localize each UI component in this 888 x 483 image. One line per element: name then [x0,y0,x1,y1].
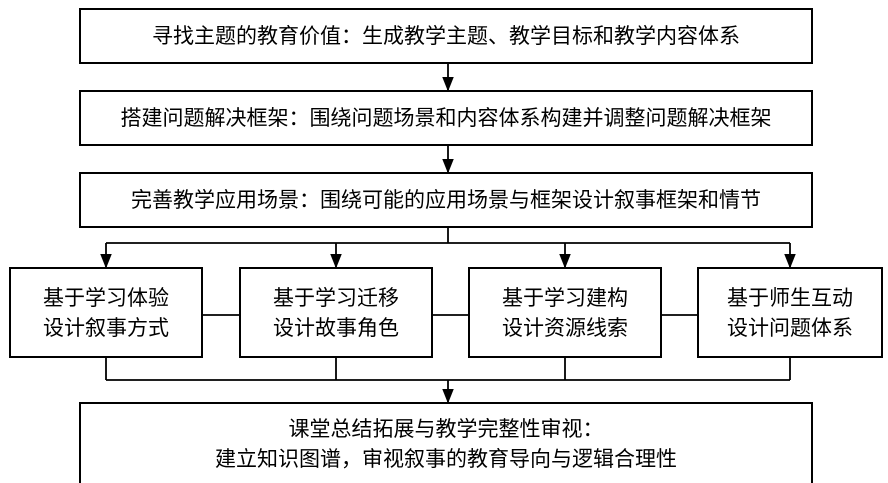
branch-learning-construction-line1: 基于学习建构 [502,285,628,310]
branch-learning-construction-line2: 设计资源线索 [502,315,628,340]
branch-teacher-student-interaction-line2: 设计问题体系 [727,315,853,340]
final-summary-review-line2: 建立知识图谱，审视叙事的教育导向与逻辑合理性 [215,447,677,471]
branch-learning-transfer: 基于学习迁移 设计故事角色 [239,267,433,358]
branch-teacher-student-interaction: 基于师生互动 设计问题体系 [697,267,883,358]
step-find-educational-value-text: 寻找主题的教育价值：生成教学主题、教学目标和教学内容体系 [152,24,740,48]
final-summary-review-line1: 课堂总结拓展与教学完整性审视： [288,417,604,441]
branch-learning-experience-line1: 基于学习体验 [43,285,169,310]
branch-teacher-student-interaction-line1: 基于师生互动 [727,285,853,310]
step-refine-application-scenario: 完善教学应用场景：围绕可能的应用场景与框架设计叙事框架和情节 [79,172,813,228]
final-summary-review: 课堂总结拓展与教学完整性审视： 建立知识图谱，审视叙事的教育导向与逻辑合理性 [79,402,813,483]
step-build-problem-framework-text: 搭建问题解决框架：围绕问题场景和内容体系构建并调整问题解决框架 [120,106,772,130]
step-find-educational-value: 寻找主题的教育价值：生成教学主题、教学目标和教学内容体系 [79,8,813,64]
branch-learning-transfer-line1: 基于学习迁移 [273,285,399,310]
branch-learning-experience: 基于学习体验 设计叙事方式 [9,267,203,358]
branch-learning-transfer-line2: 设计故事角色 [273,315,399,340]
branch-learning-construction: 基于学习建构 设计资源线索 [468,267,662,358]
step-refine-application-scenario-text: 完善教学应用场景：围绕可能的应用场景与框架设计叙事框架和情节 [131,188,761,212]
branch-learning-experience-line2: 设计叙事方式 [43,315,169,340]
step-build-problem-framework: 搭建问题解决框架：围绕问题场景和内容体系构建并调整问题解决框架 [79,90,813,146]
